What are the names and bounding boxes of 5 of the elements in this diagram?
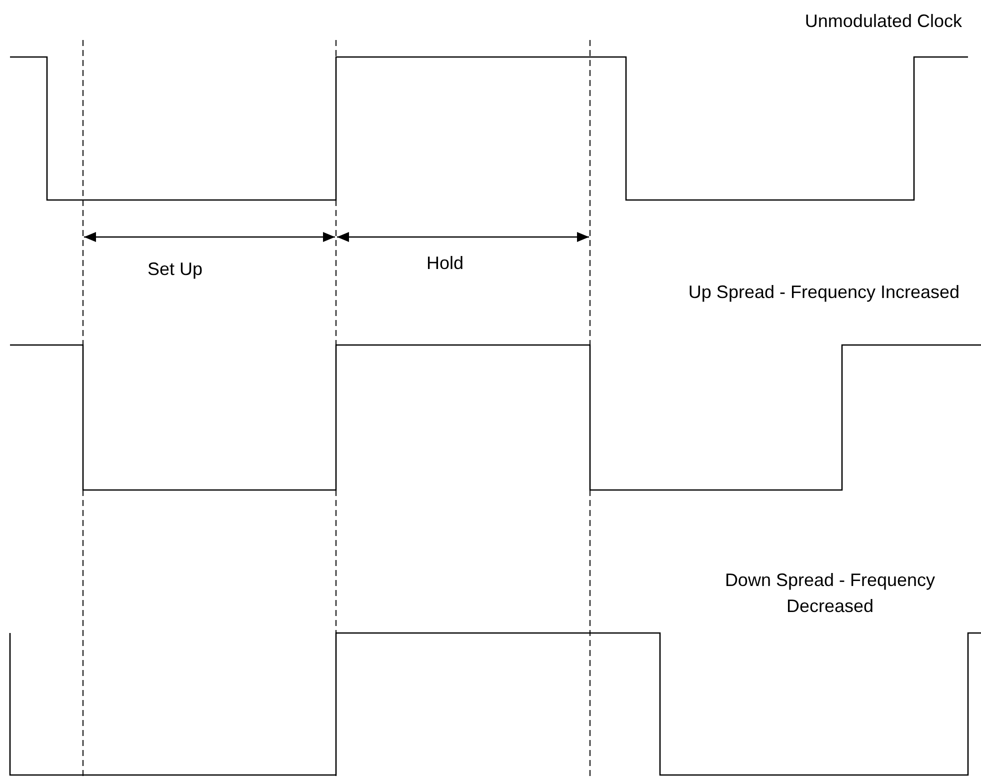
waveform-title: Down Spread - Frequency Decreased <box>724 569 936 618</box>
waveform-title: Up Spread - Frequency Increased <box>687 281 961 304</box>
dimension-label: Hold <box>425 252 465 275</box>
waveform-title: Unmodulated Clock <box>804 10 962 33</box>
dimension-label: Set Up <box>146 258 204 281</box>
